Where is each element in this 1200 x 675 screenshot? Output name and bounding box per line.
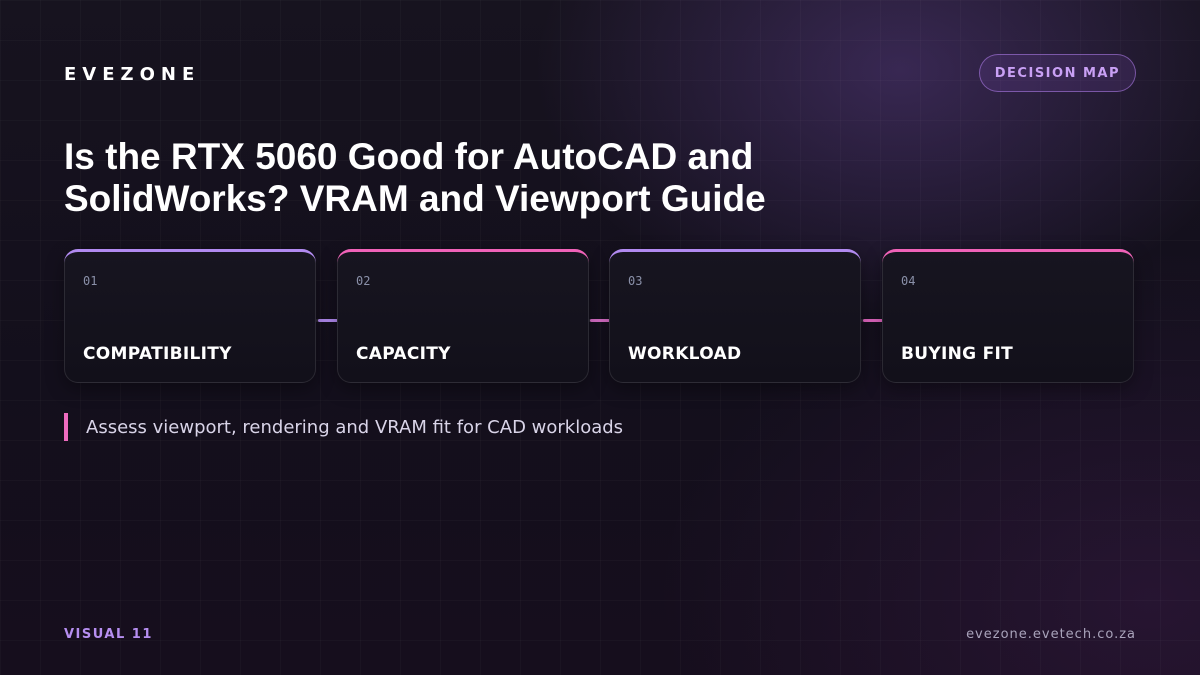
- brand-logo: EVEZONE: [64, 64, 201, 85]
- step-timeline: 01 COMPATIBILITY 02 CAPACITY 03 WORKLOAD…: [64, 249, 1136, 385]
- page-title-line-1: Is the RTX 5060 Good for AutoCAD and: [64, 136, 754, 177]
- timeline-connector-segment-1: [318, 319, 338, 322]
- step-card-accent-bar: [609, 249, 861, 266]
- step-card-accent-bar: [64, 249, 316, 266]
- step-card-accent-bar: [882, 249, 1134, 266]
- step-label: CAPACITY: [356, 344, 451, 364]
- step-card-workload: 03 WORKLOAD: [609, 249, 861, 383]
- step-card-accent-bar: [337, 249, 589, 266]
- footer-url: evezone.evetech.co.za: [966, 627, 1136, 642]
- step-label: WORKLOAD: [628, 344, 742, 364]
- step-number: 02: [356, 274, 371, 288]
- step-number: 04: [901, 274, 916, 288]
- step-label: COMPATIBILITY: [83, 344, 232, 364]
- page-title: Is the RTX 5060 Good for AutoCAD and Sol…: [64, 136, 964, 220]
- timeline-connector-segment-3: [863, 319, 883, 322]
- step-number: 03: [628, 274, 643, 288]
- step-card-compatibility: 01 COMPATIBILITY: [64, 249, 316, 383]
- step-number: 01: [83, 274, 98, 288]
- step-card-capacity: 02 CAPACITY: [337, 249, 589, 383]
- step-card-buying-fit: 04 BUYING FIT: [882, 249, 1134, 383]
- step-label: BUYING FIT: [901, 344, 1014, 364]
- decision-map-badge: DECISION MAP: [978, 54, 1136, 92]
- footer-visual-number: VISUAL 11: [64, 627, 153, 642]
- timeline-connector-segment-2: [590, 319, 610, 322]
- page-title-line-2: SolidWorks? VRAM and Viewport Guide: [64, 178, 766, 219]
- subtitle: Assess viewport, rendering and VRAM fit …: [64, 413, 623, 441]
